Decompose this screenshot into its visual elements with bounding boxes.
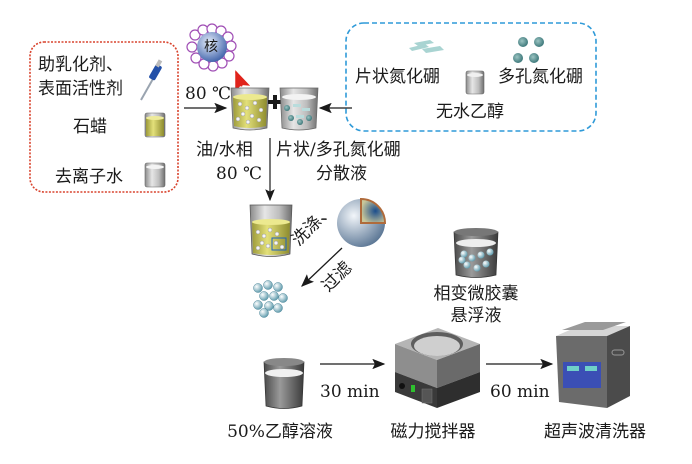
- microcapsule-sphere-icon: [337, 197, 387, 247]
- dispersion-label-line1: 片状/多孔氮化硼: [276, 140, 401, 160]
- ethanol-solution-label: 50%乙醇溶液: [227, 422, 333, 442]
- dispersion-label-line2: 分散液: [316, 164, 367, 184]
- paraffin-beaker-icon: [144, 112, 166, 138]
- inputs-box-border: [29, 41, 179, 193]
- water-beaker-icon: [144, 162, 166, 188]
- suspension-label-line1: 相变微胶囊: [433, 284, 519, 304]
- microcapsule-beads-icon: [253, 280, 288, 318]
- plus-icon: [268, 95, 282, 109]
- bn-dispersion-beaker-icon: [279, 87, 319, 131]
- pipette-icon: [140, 59, 163, 101]
- water-label: 去离子水: [55, 167, 123, 187]
- porous-bn-label: 多孔氮化硼: [498, 67, 583, 87]
- arrow-wash-filter: [301, 247, 343, 287]
- suspension-label-line2: 悬浮液: [450, 306, 502, 326]
- stir-time: 30 min: [320, 382, 380, 402]
- ethanol-label: 无水乙醇: [436, 102, 504, 122]
- core-shell-particle-icon: [186, 23, 237, 72]
- stirrer-label: 磁力搅拌器: [390, 422, 476, 442]
- porous-bn-icon: [513, 37, 544, 63]
- core-label: 核: [204, 39, 218, 55]
- sonic-time: 60 min: [490, 382, 550, 402]
- ethanol-beaker-icon: [465, 70, 485, 95]
- oil-water-temp: 80 ℃: [216, 164, 263, 184]
- bn-box-border: [345, 22, 597, 132]
- suspension-beaker-icon: [453, 228, 499, 278]
- paraffin-label: 石蜡: [73, 117, 107, 137]
- cleaner-label: 超声波清洗器: [544, 422, 646, 442]
- flake-bn-icon: [409, 40, 444, 53]
- emulsifier-label-line1: 助乳化剂、: [38, 55, 123, 75]
- ethanol-solution-beaker-icon: [263, 358, 305, 409]
- emulsifier-label-line2: 表面活性剂: [38, 79, 123, 99]
- ultrasonic-cleaner-icon: [556, 322, 630, 408]
- oil-water-beaker-icon: [230, 87, 270, 131]
- flake-bn-label: 片状氮化硼: [355, 67, 440, 87]
- oil-water-label: 油/水相: [196, 140, 253, 160]
- temperature-top: 80 ℃: [185, 84, 232, 104]
- magnetic-stirrer-icon: [395, 328, 480, 408]
- mixture-beaker-icon: [249, 204, 293, 257]
